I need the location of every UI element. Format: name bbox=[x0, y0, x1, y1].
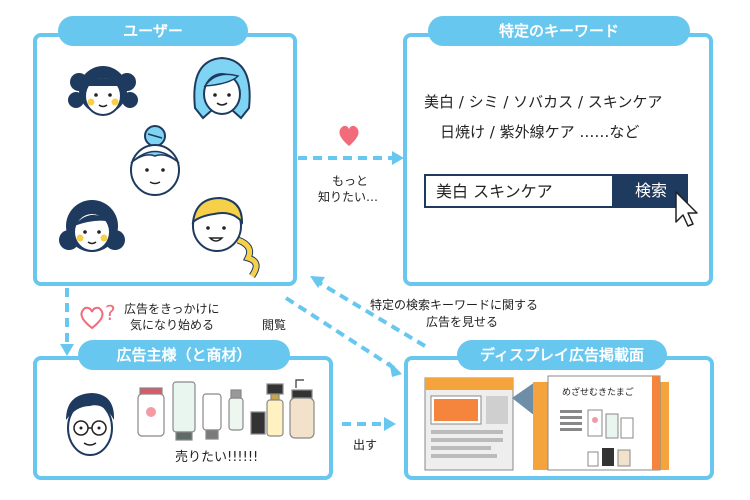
arrow-head bbox=[384, 417, 396, 431]
arrow-head bbox=[60, 344, 74, 356]
search-button-label: 検索 bbox=[634, 181, 667, 200]
keywords-title: 特定のキーワード bbox=[428, 16, 690, 46]
search-field[interactable]: 美白 スキンケア bbox=[424, 174, 614, 208]
user-face-2 bbox=[193, 56, 251, 120]
arrow-display-to-users bbox=[316, 280, 427, 348]
interest-label-2: 気になり始める bbox=[130, 318, 215, 332]
ad-creative-title: めざせむきたまご bbox=[562, 388, 634, 398]
keyword-list-line-1: 美白 / シミ / ソバカス / スキンケア bbox=[424, 93, 663, 111]
outline-heart-icon bbox=[80, 306, 104, 330]
browse-label: 閲覧 bbox=[262, 318, 287, 332]
cosmetic-products bbox=[137, 379, 315, 441]
arrow-users-to-display bbox=[284, 296, 396, 370]
user-face-4 bbox=[59, 200, 125, 252]
advertiser-person bbox=[66, 393, 115, 456]
keywords-panel bbox=[403, 33, 713, 286]
show-ads-label-2: 広告を見せる bbox=[426, 315, 499, 329]
publish-label: 出す bbox=[353, 438, 378, 452]
user-face-3 bbox=[130, 125, 180, 196]
want-more-label-1: もっと bbox=[332, 174, 369, 188]
show-ads-label-1: 特定の検索キーワードに関する bbox=[370, 298, 539, 312]
ad-creative-mockup bbox=[533, 375, 669, 471]
advertiser-title: 広告主様（と商材） bbox=[78, 340, 290, 370]
interest-label-1: 広告をきっかけに bbox=[124, 302, 220, 316]
arrow-head bbox=[310, 276, 325, 288]
arrow-head bbox=[392, 151, 404, 165]
display-title: ディスプレイ広告掲載面 bbox=[457, 340, 667, 370]
keyword-list-line-2: 日焼け / 紫外線ケア ……など bbox=[440, 123, 640, 141]
user-face-1 bbox=[68, 66, 138, 116]
users-title: ユーザー bbox=[58, 16, 248, 46]
user-face-5 bbox=[191, 196, 260, 279]
web-page-mockup bbox=[424, 377, 514, 471]
zoom-connector bbox=[512, 382, 535, 416]
want-more-label-2: 知りたい… bbox=[318, 190, 379, 204]
question-mark-icon: ? bbox=[105, 301, 116, 325]
mouse-cursor-icon bbox=[675, 191, 698, 227]
ad-slot bbox=[434, 399, 478, 421]
heart-icon bbox=[339, 125, 359, 146]
arrow-head bbox=[389, 361, 402, 377]
search-field-value: 美白 スキンケア bbox=[436, 182, 553, 201]
advertiser-caption: 売りたい!!!!!! bbox=[175, 450, 259, 465]
